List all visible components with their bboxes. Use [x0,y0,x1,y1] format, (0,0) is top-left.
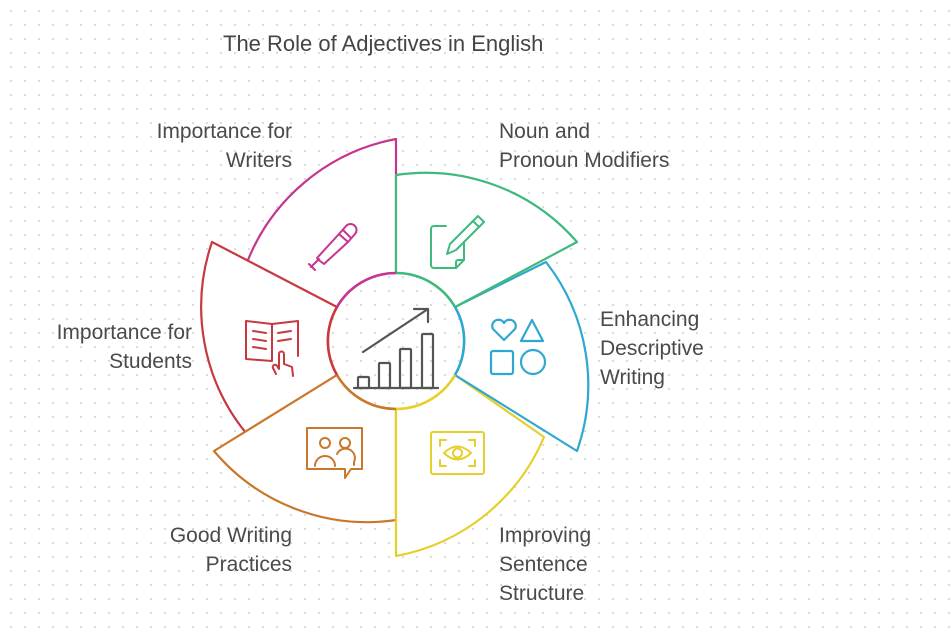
label-line: Good Writing [169,524,292,547]
label-line: Structure [499,582,585,605]
growth-chart-icon [352,307,440,390]
reading-book-icon [245,320,299,377]
label-line: Importance for [156,120,292,143]
label-line: Writing [600,366,665,389]
label-line: Descriptive [600,337,704,360]
label-line: Importance for [56,321,192,344]
label-importance-for-writers: Importance for Writers [157,117,292,175]
edit-document-icon [430,215,485,269]
label-line: Improving [499,524,592,547]
label-line: Pronoun Modifiers [499,149,670,172]
label-line: Noun and [499,120,591,143]
diagram-title: The Role of Adjectives in English [223,31,544,56]
group-chat-icon [306,427,363,479]
label-line: Writers [225,149,292,172]
label-enhancing-descriptive-writing: Enhancing Descriptive Writing [600,305,704,392]
label-improving-sentence-structure: Improving Sentence Structure [499,521,591,608]
label-importance-for-students: Importance for Students [57,318,192,376]
eye-focus-icon [430,431,485,475]
shapes-icon [489,318,547,376]
center-circle [326,271,466,411]
label-line: Students [109,350,192,373]
label-noun-pronoun-modifiers: Noun and Pronoun Modifiers [499,117,669,175]
pen-icon [308,223,358,271]
label-good-writing-practices: Good Writing Practices [170,521,292,579]
label-line: Enhancing [600,308,700,331]
label-line: Practices [205,553,292,576]
label-line: Sentence [499,553,588,576]
